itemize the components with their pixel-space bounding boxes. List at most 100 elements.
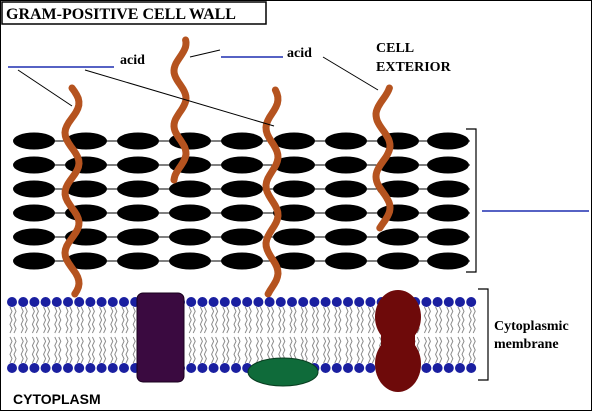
lipid-tail <box>80 336 84 364</box>
peptidoglycan-subunit <box>169 204 211 222</box>
peptidoglycan-subunit <box>221 180 263 198</box>
peptidoglycan-subunit <box>273 252 315 270</box>
lipid-tail <box>13 306 17 334</box>
peptidoglycan-subunit <box>13 156 55 174</box>
lipid-tail <box>435 336 439 364</box>
lipid-tail <box>125 306 129 334</box>
phospholipid-head <box>231 363 241 373</box>
peptidoglycan-subunit <box>273 228 315 246</box>
lipid-tail <box>345 306 349 334</box>
phospholipid-head <box>96 297 107 307</box>
lipid-tail <box>304 306 308 334</box>
label-cytoplasm: CYTOPLASM <box>13 391 101 407</box>
lipid-tail <box>450 336 454 364</box>
lipid-tail <box>114 306 118 334</box>
lipid-tail <box>315 306 319 334</box>
lipid-tail <box>125 336 129 364</box>
peptidoglycan-subunit <box>273 204 315 222</box>
peptidoglycan-subunit <box>377 252 419 270</box>
teichoic-acid-chain <box>170 36 190 184</box>
phospholipid-head <box>29 363 40 373</box>
lipid-tail <box>87 306 91 334</box>
phospholipid-head <box>242 297 253 307</box>
lipid-tail <box>47 336 51 364</box>
lipid-tail <box>211 336 215 364</box>
peptidoglycan-subunit <box>325 204 367 222</box>
lipid-tail <box>47 306 51 334</box>
lipid-tail <box>289 306 293 334</box>
lipid-tail <box>300 306 304 334</box>
lipid-tail <box>121 336 125 364</box>
phospholipid-head <box>354 363 365 373</box>
lipid-tail <box>65 306 69 334</box>
lipid-tail <box>427 306 431 334</box>
lipid-tail <box>69 336 73 364</box>
peptidoglycan-subunit <box>325 228 367 246</box>
peptidoglycan-subunit <box>221 252 263 270</box>
lipid-tail <box>439 336 443 364</box>
lipid-tail <box>233 306 237 334</box>
phospholipid-head <box>208 297 219 307</box>
peptidoglycan-subunit <box>325 156 367 174</box>
lipid-tail <box>278 306 282 334</box>
phospholipid-head <box>119 363 129 373</box>
phospholipid-head <box>331 363 342 373</box>
lipid-tail <box>304 336 308 364</box>
phospholipid-head <box>443 363 454 373</box>
lipid-tail <box>20 336 24 364</box>
lipid-tail <box>188 336 192 364</box>
label-cytoplasmic-line1: Cytoplasmic <box>494 319 569 334</box>
phospholipid-head <box>107 297 118 307</box>
lipid-tail <box>338 336 342 364</box>
phospholipid-head <box>253 297 264 307</box>
lipid-tail <box>54 336 58 364</box>
phospholipid-head <box>186 363 197 373</box>
lipid-tail <box>222 336 226 364</box>
lipid-tail <box>24 306 28 334</box>
phospholipid-head <box>18 363 29 373</box>
lipid-tail <box>91 336 95 364</box>
peptidoglycan-subunit <box>13 204 55 222</box>
lipid-tail <box>248 336 252 364</box>
lipid-tail <box>349 336 353 364</box>
peptidoglycan-subunit <box>13 252 55 270</box>
peptidoglycan-subunit <box>117 228 159 246</box>
lipid-tail <box>423 306 427 334</box>
lipid-tail <box>248 306 252 334</box>
lipid-tail <box>311 336 315 364</box>
peptidoglycan-subunit <box>325 252 367 270</box>
phospholipid-head <box>320 363 331 373</box>
lipid-tail <box>457 306 461 334</box>
phospholipid-head <box>343 297 353 307</box>
phospholipid-head <box>432 297 443 307</box>
lipid-tail <box>371 306 375 334</box>
peptidoglycan-subunit <box>65 180 107 198</box>
lipid-tail <box>461 336 465 364</box>
peptidoglycan-subunit <box>273 156 315 174</box>
phospholipid-head <box>186 297 197 307</box>
lipid-tail <box>367 336 371 364</box>
peptidoglycan-subunit <box>427 252 469 270</box>
transmembrane-protein-red <box>375 290 421 392</box>
phospholipid-head <box>96 363 107 373</box>
lipid-tail <box>367 306 371 334</box>
lipid-tail <box>31 306 35 334</box>
lipid-tail <box>110 336 114 364</box>
lipid-tail <box>461 306 465 334</box>
lipid-tail <box>80 306 84 334</box>
lipid-tail <box>237 306 241 334</box>
lipid-tail <box>35 336 39 364</box>
peptidoglycan-subunit <box>221 228 263 246</box>
peptidoglycan-subunit <box>221 132 263 150</box>
phospholipid-head <box>466 297 477 307</box>
lipid-tail <box>282 306 286 334</box>
label-cell-exterior-line1: CELL <box>376 41 414 56</box>
peptidoglycan-subunit <box>117 180 159 198</box>
lipid-tail <box>349 306 353 334</box>
phospholipid-head <box>40 297 51 307</box>
phospholipid-head <box>354 297 365 307</box>
phospholipid-head <box>29 297 40 307</box>
phospholipid-head <box>197 363 208 373</box>
